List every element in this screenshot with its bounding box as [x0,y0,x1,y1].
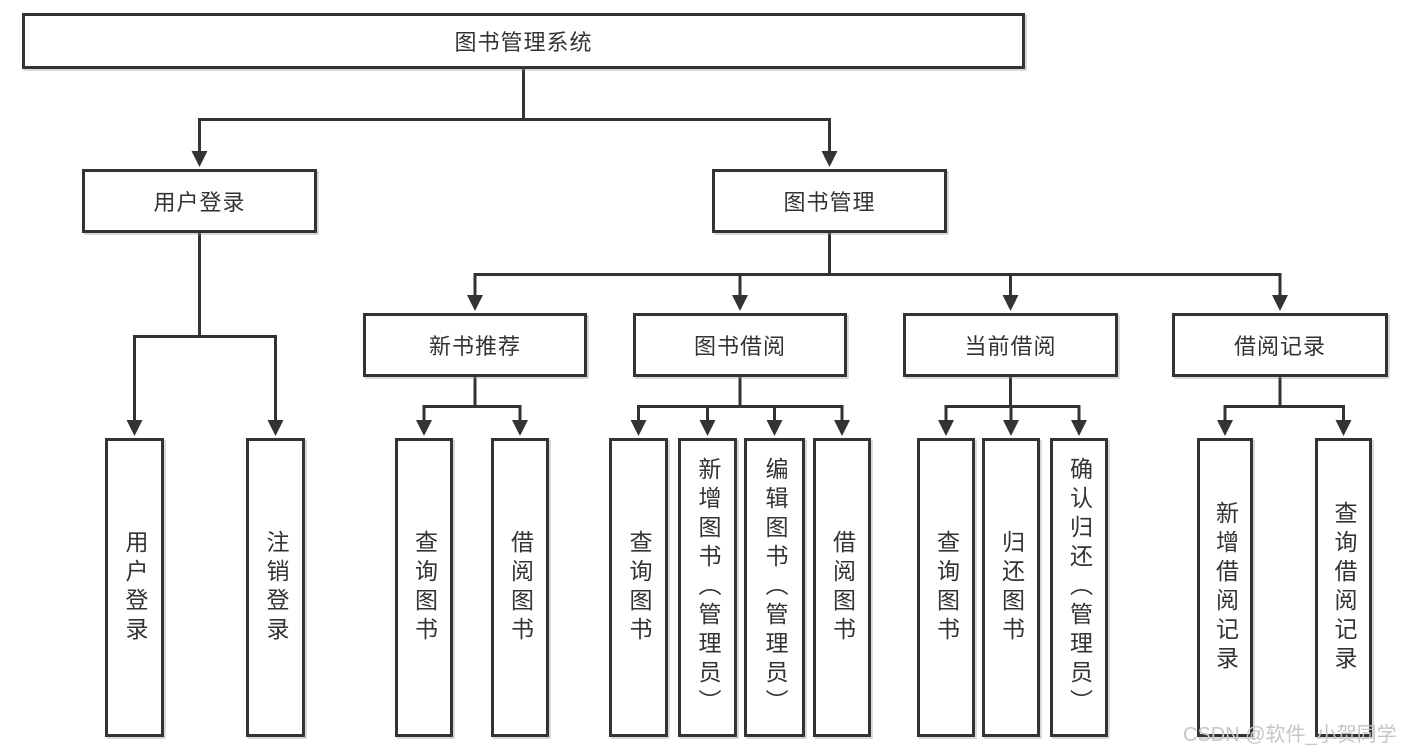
csdn-watermark: CSDN @软件_小贺同学 [1183,724,1397,746]
arrowhead [126,420,143,436]
arrowhead [938,420,954,436]
leaf-query-borrow-record: 查询借阅记录 [1315,438,1372,737]
arrowhead [1071,420,1087,436]
node-current-borrowing: 当前借阅 [903,313,1118,377]
leaf-add-books-admin: 新增图书（管理员） [678,438,737,737]
arrowhead [1002,295,1019,311]
arrowhead [267,420,284,436]
arrowhead [191,151,208,167]
leaf-edit-books-admin: 编辑图书（管理员） [744,438,805,737]
arrowhead [1335,420,1352,436]
arrowhead [1272,295,1288,311]
edge-level2-bus [473,273,1282,298]
arrowhead [766,420,783,436]
leaf-borrow-books-recommend: 借阅图书 [491,438,549,737]
arrowhead [834,420,850,436]
node-book-management: 图书管理 [712,169,947,233]
leaf-user-login: 用户登录 [105,438,164,737]
arrowhead [512,420,528,436]
leaf-query-books-recommend: 查询图书 [395,438,453,737]
arrowhead [630,420,647,436]
node-library-system: 图书管理系统 [22,13,1025,69]
leaf-add-borrow-record: 新增借阅记录 [1197,438,1253,737]
leaf-borrow-books: 借阅图书 [813,438,871,737]
node-borrowing-records: 借阅记录 [1172,313,1388,377]
arrowhead [416,420,432,436]
arrowhead [821,151,838,167]
node-user-login: 用户登录 [82,169,317,233]
arrowhead [699,420,716,436]
leaf-query-books-current: 查询图书 [917,438,975,737]
edge-userlogin-bar [133,335,277,422]
leaf-confirm-return-admin: 确认归还（管理员） [1050,438,1108,737]
edge-level1-bus [198,118,831,154]
node-book-borrowing: 图书借阅 [633,313,847,377]
arrowhead [1003,420,1019,436]
edge-records-bar [1223,405,1345,422]
arrowhead [732,295,748,311]
leaf-query-books-borrow: 查询图书 [609,438,668,737]
arrowhead [467,295,483,311]
edge-bookborrow-bar [637,405,844,422]
node-new-book-recommendation: 新书推荐 [363,313,587,377]
edge-newbook-bar [422,405,522,422]
leaf-logout: 注销登录 [246,438,305,737]
arrowhead [1217,420,1233,436]
leaf-return-books: 归还图书 [982,438,1040,737]
